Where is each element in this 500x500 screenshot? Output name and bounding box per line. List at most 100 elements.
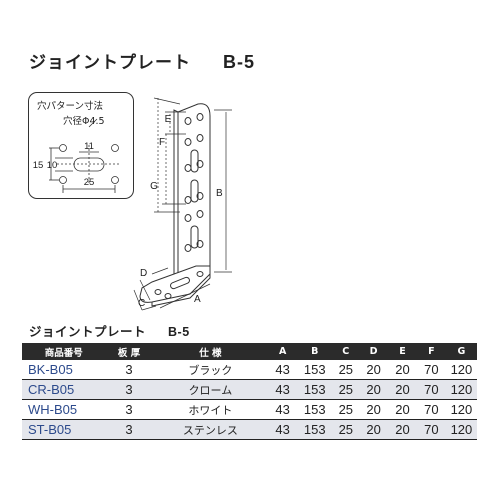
cell-spec: クローム [152, 379, 269, 400]
bracket-hole [196, 134, 204, 142]
table-title: ジョイントプレート B-5 [29, 321, 190, 340]
bracket-hole [196, 210, 204, 218]
header-thickness: 板 厚 [105, 343, 153, 360]
hole-pattern-drawing: 11 25 15 10 [33, 118, 121, 193]
dim-left-outer: 15 [33, 160, 44, 171]
table-row: BK-B05 3 ブラック 43 153 25 20 20 70 120 [22, 360, 477, 380]
cell-F: 70 [416, 399, 446, 420]
header-C: C [332, 343, 360, 360]
cell-E: 20 [388, 419, 417, 440]
cell-E: 20 [388, 399, 417, 420]
bracket-hole [154, 289, 162, 295]
bracket-hole [196, 192, 204, 200]
dim-bottom: 25 [84, 177, 95, 188]
pattern-hole [59, 176, 67, 184]
cell-thickness: 3 [105, 399, 153, 420]
cell-A: 43 [268, 379, 298, 400]
header-G: G [445, 343, 477, 360]
cell-E: 20 [388, 379, 417, 400]
dim-label-B: B [216, 188, 223, 199]
header-B: B [297, 343, 333, 360]
cell-G: 120 [445, 379, 477, 400]
cell-thickness: 3 [105, 360, 153, 380]
header-E: E [388, 343, 417, 360]
hole-pattern-label: 穴パターン寸法 [37, 101, 104, 112]
bracket-drawing: B E F G D C A [133, 97, 232, 311]
pattern-hole [111, 176, 119, 184]
cell-B: 153 [297, 360, 333, 380]
table-header-row: 商品番号 板 厚 仕 様 A B C D E F G [22, 343, 477, 360]
cell-B: 153 [297, 399, 333, 420]
dim-label-C: C [138, 298, 145, 309]
cell-A: 43 [268, 399, 298, 420]
cell-C: 25 [332, 419, 360, 440]
spec-table: 商品番号 板 厚 仕 様 A B C D E F G BK-B05 3 ブラック… [22, 343, 477, 440]
dim-label-D: D [140, 268, 147, 279]
cell-G: 120 [445, 419, 477, 440]
cell-E: 20 [388, 360, 417, 380]
bracket-thickness-edge [173, 109, 179, 285]
bracket-slot [170, 276, 190, 290]
dim-top: 11 [84, 141, 94, 152]
cell-spec: ホワイト [152, 399, 269, 420]
table-row: CR-B05 3 クローム 43 153 25 20 20 70 120 [22, 379, 477, 400]
header-F: F [416, 343, 446, 360]
cell-C: 25 [332, 360, 360, 380]
cell-B: 153 [297, 379, 333, 400]
hole-diameter-label: 穴径Φ4.5 [63, 116, 105, 127]
cell-code: ST-B05 [22, 419, 106, 440]
title-name: ジョイントプレート [29, 53, 191, 73]
dim-label-E: E [165, 114, 172, 125]
dim-label-F: F [159, 137, 165, 148]
bracket-hole [184, 164, 192, 172]
cell-D: 20 [359, 379, 389, 400]
cell-C: 25 [332, 379, 360, 400]
bracket-slot [190, 225, 199, 249]
bracket-foot [139, 265, 211, 303]
cell-G: 120 [445, 399, 477, 420]
bracket-hole [184, 214, 192, 222]
cell-A: 43 [268, 419, 298, 440]
table-row: WH-B05 3 ホワイト 43 153 25 20 20 70 120 [22, 399, 477, 420]
cell-spec: ステンレス [152, 419, 269, 440]
cell-D: 20 [359, 419, 389, 440]
table-title-code: B-5 [168, 325, 190, 339]
bracket-hole [196, 271, 204, 277]
cell-thickness: 3 [105, 419, 153, 440]
dim-label-G: G [150, 181, 158, 192]
bracket-slot [190, 179, 199, 203]
cell-D: 20 [359, 360, 389, 380]
pattern-hole [111, 144, 119, 152]
cell-spec: ブラック [152, 360, 269, 380]
cell-G: 120 [445, 360, 477, 380]
cell-F: 70 [416, 360, 446, 380]
pattern-hole [59, 144, 67, 152]
cell-thickness: 3 [105, 379, 153, 400]
cell-C: 25 [332, 399, 360, 420]
table-row: ST-B05 3 ステンレス 43 153 25 20 20 70 120 [22, 419, 477, 440]
header-spec: 仕 様 [152, 343, 269, 360]
cell-D: 20 [359, 399, 389, 420]
bracket-hole [196, 113, 204, 121]
bracket-hole [184, 244, 192, 252]
bracket-hole [184, 117, 192, 125]
hole-pattern-box: 穴パターン寸法 穴径Φ4.5 11 25 15 10 [28, 92, 134, 199]
cell-code: WH-B05 [22, 399, 106, 420]
cell-F: 70 [416, 379, 446, 400]
bracket-hole [164, 293, 172, 299]
cell-code: BK-B05 [22, 360, 106, 380]
header-code: 商品番号 [22, 343, 106, 360]
cell-F: 70 [416, 419, 446, 440]
bracket-hole [184, 196, 192, 204]
cell-B: 153 [297, 419, 333, 440]
cell-code: CR-B05 [22, 379, 106, 400]
header-D: D [359, 343, 389, 360]
bracket-vertical-face [177, 103, 211, 285]
header-A: A [268, 343, 298, 360]
table-title-name: ジョイントプレート [29, 324, 147, 339]
dim-left-inner: 10 [47, 160, 58, 171]
cell-A: 43 [268, 360, 298, 380]
bracket-hole [196, 240, 204, 248]
bracket-hole [196, 160, 204, 168]
title-code: B-5 [223, 52, 256, 72]
